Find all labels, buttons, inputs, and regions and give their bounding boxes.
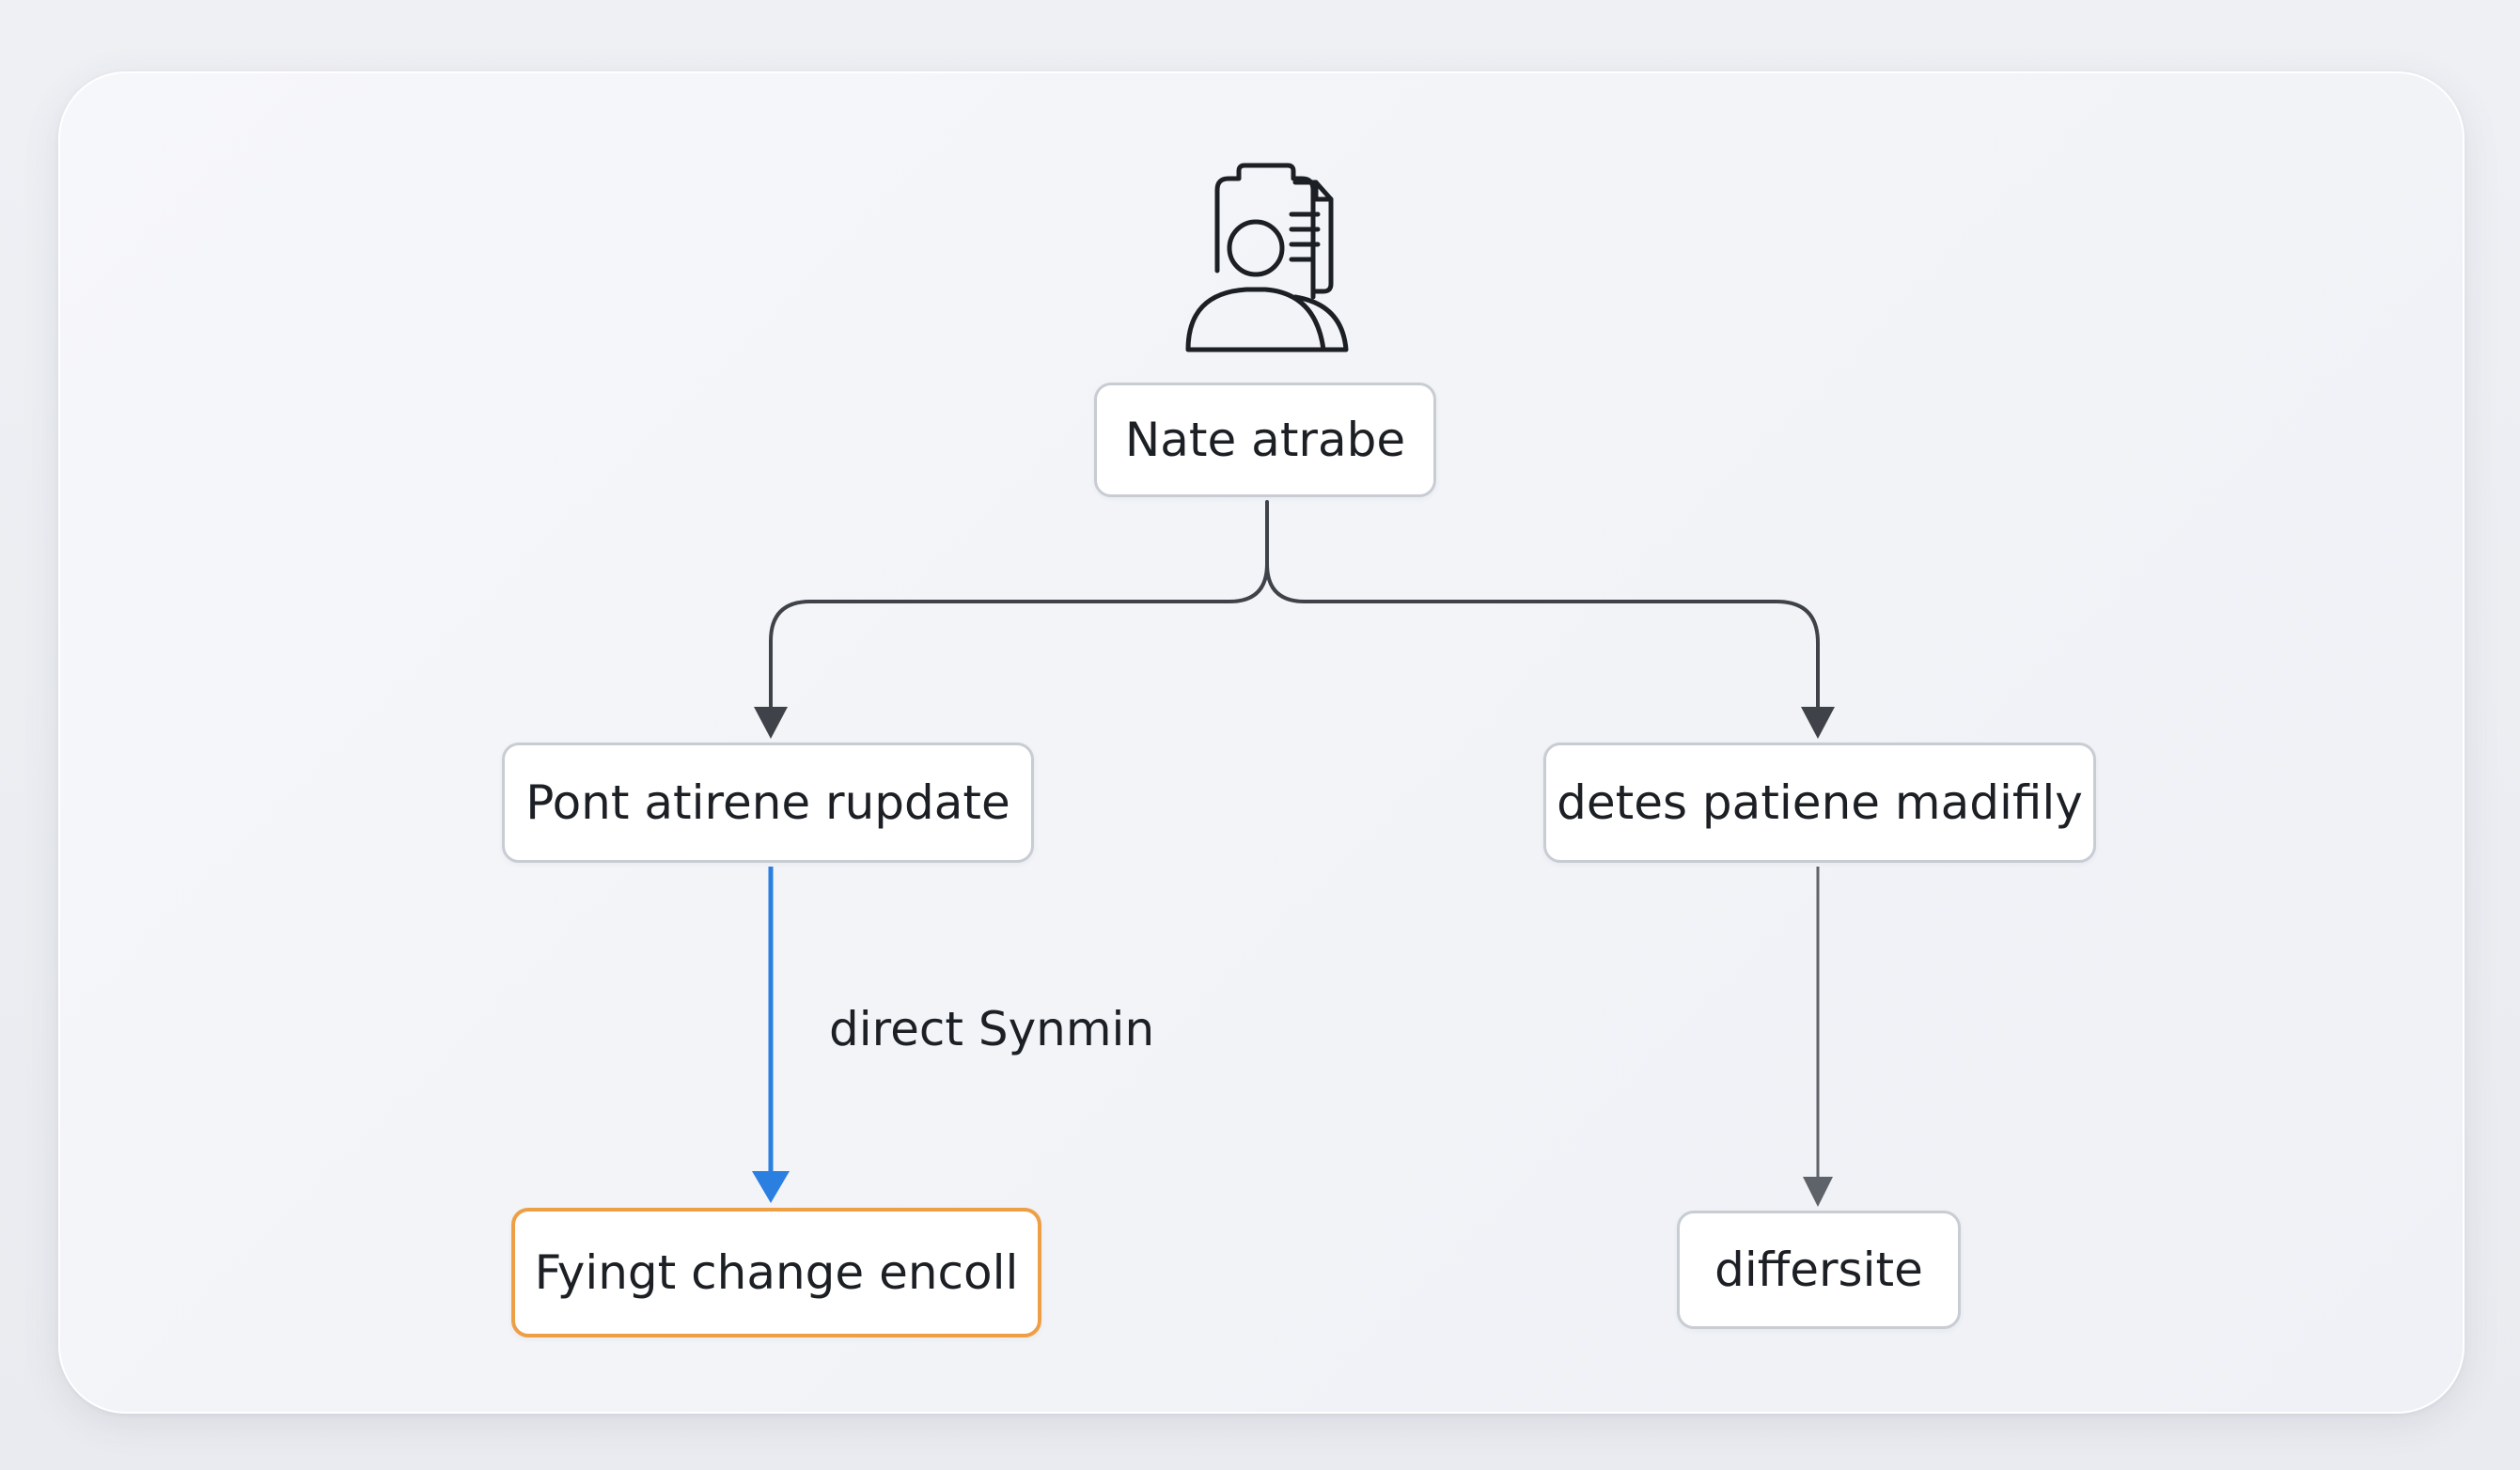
arrowhead-left-branch: [754, 707, 788, 739]
connector-root-to-left: [769, 500, 1269, 716]
node-right-branch[interactable]: detes patiene madifily: [1543, 743, 2096, 863]
arrowhead-right-leaf: [1803, 1177, 1833, 1207]
node-left-leaf[interactable]: Fyingt change encoll: [511, 1208, 1041, 1337]
node-right-branch-label: detes patiene madifily: [1557, 775, 2083, 830]
node-left-branch[interactable]: Pont atirene rupdate: [502, 743, 1034, 863]
node-left-branch-label: Pont atirene rupdate: [525, 775, 1010, 830]
arrowhead-left-leaf: [752, 1171, 790, 1203]
node-root[interactable]: Nate atrabe: [1094, 383, 1436, 497]
user-document-icon: [1185, 163, 1349, 352]
node-root-label: Nate atrabe: [1124, 413, 1406, 467]
node-right-leaf[interactable]: differsite: [1677, 1211, 1961, 1329]
node-right-leaf-label: differsite: [1714, 1243, 1923, 1297]
edge-label-direct: direct Synmin: [829, 1002, 1155, 1056]
node-left-leaf-label: Fyingt change encoll: [534, 1245, 1019, 1300]
arrowhead-right-branch: [1801, 707, 1835, 739]
connector-root-to-right: [1265, 562, 1820, 716]
